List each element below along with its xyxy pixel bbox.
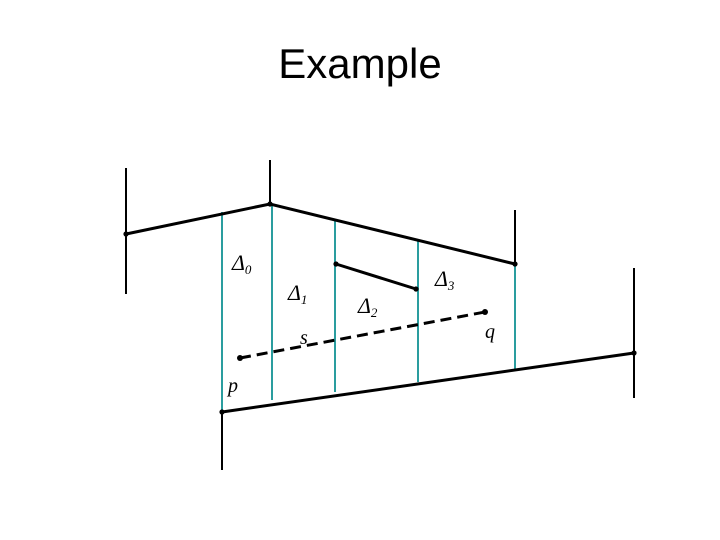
trapezoid-dividers (221, 206, 516, 412)
point-mid-right (512, 261, 518, 267)
label-delta-1: Δ1 (287, 280, 307, 307)
label-delta-0: Δ0 (231, 250, 252, 277)
slide-title: Example (278, 40, 442, 87)
label-s: s (300, 327, 308, 349)
segments (125, 202, 635, 414)
label-delta-2: Δ2 (357, 293, 378, 320)
inner-segment (335, 262, 417, 291)
point-top (267, 201, 273, 207)
point-bottom (219, 409, 225, 415)
point-inner-end (413, 286, 419, 292)
endpoints (123, 201, 637, 415)
query-segment-s (239, 310, 486, 360)
point-q (482, 309, 488, 315)
label-delta-3: Δ3 (434, 266, 455, 293)
point-p (237, 355, 243, 361)
point-inner-start (333, 261, 339, 267)
point-left (123, 231, 129, 237)
upper-segment-chain (125, 202, 516, 266)
lower-segment (221, 351, 635, 414)
vertical-walls (125, 160, 635, 470)
label-q: q (485, 321, 495, 343)
point-right (631, 350, 637, 356)
label-p: p (226, 375, 238, 397)
